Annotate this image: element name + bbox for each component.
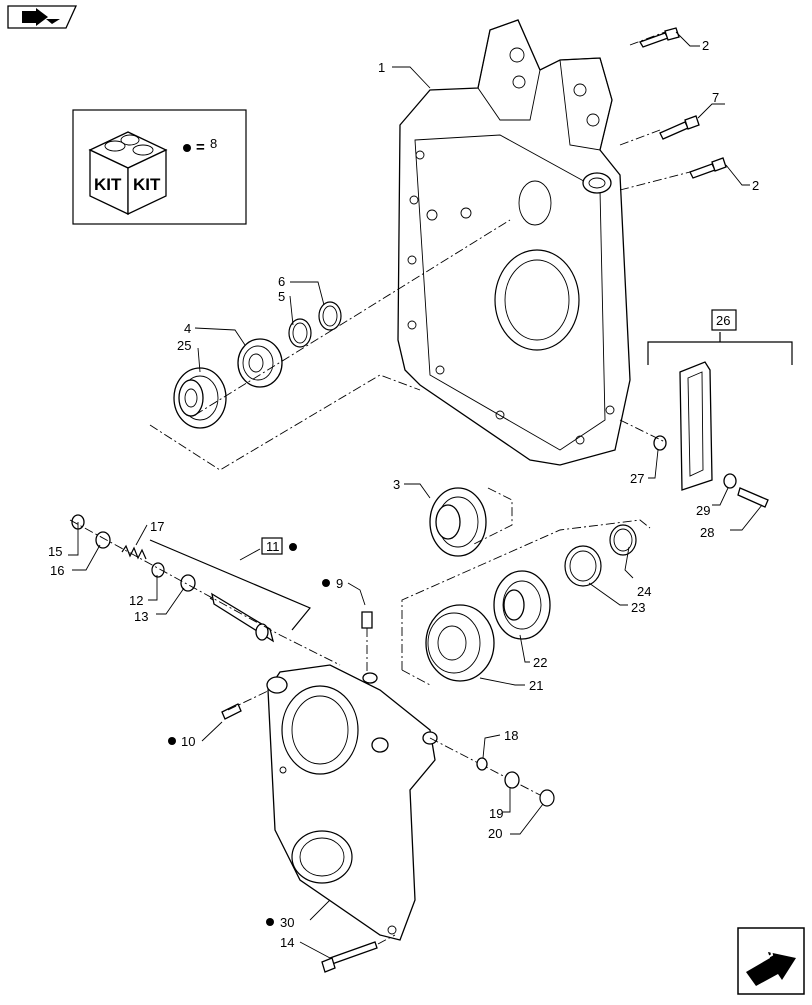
bracket-gear-3	[471, 487, 513, 546]
callout-2-right: 2	[752, 178, 759, 193]
callout-19: 19	[489, 806, 503, 821]
forward-arrow-icon[interactable]	[7, 5, 78, 29]
bolt-7	[619, 115, 700, 146]
circlip-23	[564, 545, 602, 587]
callout-5: 5	[278, 289, 285, 304]
circlip-24	[609, 524, 637, 556]
main-housing	[397, 19, 631, 466]
dot-30	[266, 918, 274, 926]
gear-3	[429, 487, 487, 557]
kit-ref-label: 8	[210, 136, 217, 151]
pin-9	[361, 611, 373, 680]
circlip-20	[539, 789, 555, 807]
equals-sign: =	[196, 139, 205, 156]
circlip-5	[288, 318, 312, 348]
callout-3: 3	[393, 477, 400, 492]
circlip-6	[318, 301, 342, 331]
callout-10: 10	[181, 734, 195, 749]
callout-13: 13	[134, 609, 148, 624]
callout-25: 25	[177, 338, 191, 353]
group-26	[619, 332, 793, 508]
callout-21: 21	[529, 678, 543, 693]
callout-15: 15	[48, 544, 62, 559]
ring-18	[476, 757, 488, 771]
kit-11-box	[261, 537, 283, 555]
screw-28	[737, 487, 769, 508]
callout-28: 28	[700, 525, 714, 540]
dot-10	[168, 737, 176, 745]
bracket-bearing-21	[401, 519, 651, 670]
spring-17	[121, 544, 147, 560]
valve-spool	[209, 592, 275, 643]
bolt-14	[321, 934, 396, 973]
gear-22	[493, 570, 551, 640]
callout-26-box: 26	[711, 309, 737, 331]
callout-7: 7	[712, 90, 719, 105]
callout-4: 4	[184, 321, 191, 336]
kit-legend: KIT KIT = 8	[72, 109, 247, 225]
next-page-arrow-icon[interactable]	[737, 927, 805, 995]
valve-axis	[69, 519, 341, 666]
plug-19	[504, 771, 520, 789]
callout-17: 17	[150, 519, 164, 534]
callout-2-top: 2	[702, 38, 709, 53]
bolt-2-top	[629, 27, 680, 48]
bearing-4	[237, 338, 283, 388]
callout-6: 6	[278, 274, 285, 289]
callout-11: 11	[266, 539, 280, 554]
callout-18: 18	[504, 728, 518, 743]
leader-lines	[68, 31, 763, 959]
callout-14: 14	[280, 935, 294, 950]
callout-20: 20	[488, 826, 502, 841]
callout-12: 12	[129, 593, 143, 608]
washer-29	[723, 473, 737, 489]
cover-30	[266, 664, 438, 941]
callout-16: 16	[50, 563, 64, 578]
callout-9: 9	[336, 576, 343, 591]
callout-29: 29	[696, 503, 710, 518]
kit-label-left: KIT	[94, 175, 122, 194]
callout-22: 22	[533, 655, 547, 670]
assembly-bracket-left	[149, 374, 421, 471]
circlip-12	[151, 562, 165, 578]
callout-27: 27	[630, 471, 644, 486]
callout-26: 26	[716, 313, 730, 328]
dot-9	[322, 579, 330, 587]
callout-30: 30	[280, 915, 294, 930]
callout-23: 23	[631, 600, 645, 615]
pin-10	[221, 703, 242, 720]
callout-1: 1	[378, 60, 385, 75]
kit-label-right: KIT	[133, 175, 161, 194]
kit-box-icon: KIT KIT	[88, 131, 168, 216]
callout-24: 24	[637, 584, 651, 599]
washer-27	[653, 435, 667, 451]
bolt-2-right	[619, 157, 727, 191]
kit-11-dot	[289, 543, 297, 551]
gear-25	[173, 367, 227, 429]
dot-marker	[183, 144, 191, 152]
plug-16	[95, 531, 111, 549]
kit-11-bracket	[149, 539, 311, 631]
shaft-axis-upper	[194, 219, 511, 416]
bearing-21	[425, 604, 495, 682]
